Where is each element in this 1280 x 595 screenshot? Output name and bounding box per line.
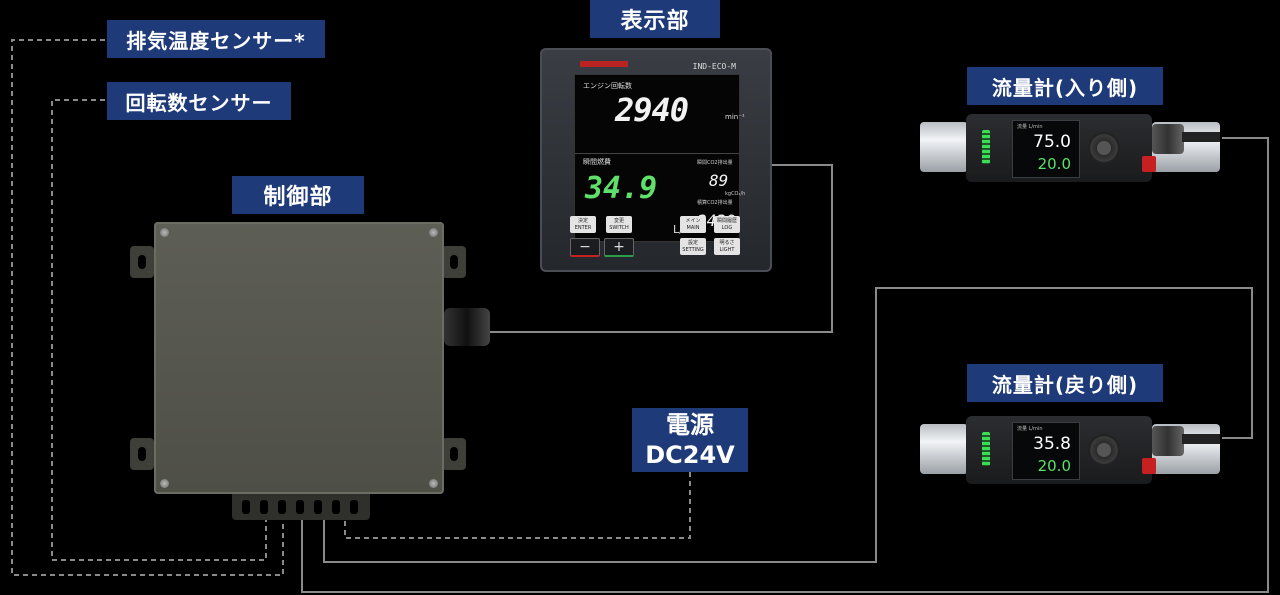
light-button[interactable]: 明るさ LIGHT (714, 238, 740, 255)
screw-icon (160, 479, 169, 488)
plus-glyph: + (613, 239, 625, 255)
rpm-label: エンジン回転数 (583, 82, 632, 90)
co2-rate-label: 瞬間CO2排出量 (697, 160, 733, 166)
flow-meter-screen: 流量 L/min 35.8 20.0 (1012, 422, 1080, 480)
main-button-en: MAIN (686, 224, 700, 231)
connector-slot (296, 500, 304, 514)
flow-out-label: 流量計(戻り側) (967, 364, 1163, 402)
mount-ear-bottom-left (130, 438, 154, 470)
mount-ear-top-right (442, 246, 466, 278)
mount-ear-bottom-right (442, 438, 466, 470)
minus-button[interactable]: − (570, 238, 600, 257)
screen-divider (575, 153, 739, 154)
setting-button-en: SETTING (682, 246, 704, 253)
dial-icon[interactable] (1088, 132, 1120, 164)
power-label: 電源 DC24V (632, 408, 748, 472)
brand-logo (580, 61, 628, 67)
co2-total-label: 積算CO2排出量 (697, 200, 733, 206)
flow-meter-in: 流量 L/min 75.0 20.0 (920, 108, 1220, 186)
level-indicator-icon (982, 432, 990, 466)
display-unit-label: 表示部 (590, 0, 720, 38)
power-label-line1: 電源 (666, 411, 714, 439)
light-button-jp: 明るさ (719, 239, 735, 246)
display-wire (490, 164, 833, 333)
control-unit-box (154, 222, 444, 494)
switch-button-jp: 変更 (613, 217, 624, 224)
switch-button-en: SWITCH (609, 224, 629, 231)
connector-slot (260, 500, 268, 514)
exhaust-sensor-label: 排気温度センサー* (107, 20, 325, 58)
flow-meter-screen: 流量 L/min 75.0 20.0 (1012, 120, 1080, 178)
connector-slot (332, 500, 340, 514)
flow-value: 35.8 (1033, 434, 1071, 454)
rpm-sensor-wire (51, 99, 267, 561)
connector-slot (314, 500, 322, 514)
rpm-unit: min⁻¹ (725, 113, 745, 121)
flow-setpoint: 20.0 (1037, 457, 1071, 475)
cable (1182, 132, 1220, 142)
enter-button[interactable]: 決定 ENTER (570, 216, 596, 233)
main-button[interactable]: メイン MAIN (680, 216, 706, 233)
plus-button[interactable]: + (604, 238, 634, 257)
flow-value: 75.0 (1033, 132, 1071, 152)
control-unit-label: 制御部 (232, 176, 364, 214)
log-button[interactable]: 瞬間履歴 LOG (714, 216, 740, 233)
connector-slot (350, 500, 358, 514)
display-screen: エンジン回転数 2940 min⁻¹ 瞬間燃費 34.9 L/h 瞬間CO2排出… (574, 74, 745, 242)
level-indicator-icon (982, 130, 990, 164)
setting-button[interactable]: 設定 SETTING (680, 238, 706, 255)
pipe-left (920, 424, 968, 474)
switch-button[interactable]: 変更 SWITCH (606, 216, 632, 233)
mount-ear-top-left (130, 246, 154, 278)
log-button-en: LOG (721, 224, 733, 231)
pipe-left (920, 122, 968, 172)
flow-header: 流量 L/min (1017, 426, 1043, 432)
model-name: IND-ECO-M (692, 62, 736, 71)
screw-icon (429, 228, 438, 237)
flow-meter-out: 流量 L/min 35.8 20.0 (920, 410, 1220, 488)
cable-gland (444, 308, 490, 346)
minus-glyph: − (579, 239, 591, 255)
cable (1182, 434, 1220, 444)
connector-slot (278, 500, 286, 514)
red-cap (1142, 458, 1156, 474)
log-button-jp: 瞬間履歴 (716, 217, 737, 224)
co2-rate-value: 89 (709, 171, 729, 190)
dial-icon[interactable] (1088, 434, 1120, 466)
connector-slot (242, 500, 250, 514)
fuel-label: 瞬間燃費 (583, 158, 611, 166)
light-button-en: LIGHT (719, 246, 735, 253)
flow-setpoint: 20.0 (1037, 155, 1071, 173)
main-button-jp: メイン (685, 217, 701, 224)
flow-in-label: 流量計(入り側) (967, 67, 1163, 105)
enter-button-en: ENTER (574, 224, 592, 231)
fuel-value: 34.9 (585, 171, 658, 206)
red-cap (1142, 156, 1156, 172)
display-unit-panel: IND-ECO-M エンジン回転数 2940 min⁻¹ 瞬間燃費 34.9 L… (540, 48, 772, 272)
power-label-line2: DC24V (645, 441, 735, 469)
connector-strip (232, 494, 370, 520)
connector-plug (1152, 426, 1184, 456)
connector-plug (1152, 124, 1184, 154)
rpm-value: 2940 (615, 91, 689, 129)
enter-button-jp: 決定 (577, 217, 588, 224)
flow-in-wire (301, 137, 1269, 593)
setting-button-jp: 設定 (687, 239, 698, 246)
screw-icon (429, 479, 438, 488)
screw-icon (160, 228, 169, 237)
power-wire (344, 472, 691, 539)
rpm-sensor-label: 回転数センサー (107, 82, 291, 120)
flow-header: 流量 L/min (1017, 124, 1043, 130)
flow-out-wire (323, 287, 1253, 563)
co2-rate-unit: kgCO₂/h (725, 191, 746, 197)
